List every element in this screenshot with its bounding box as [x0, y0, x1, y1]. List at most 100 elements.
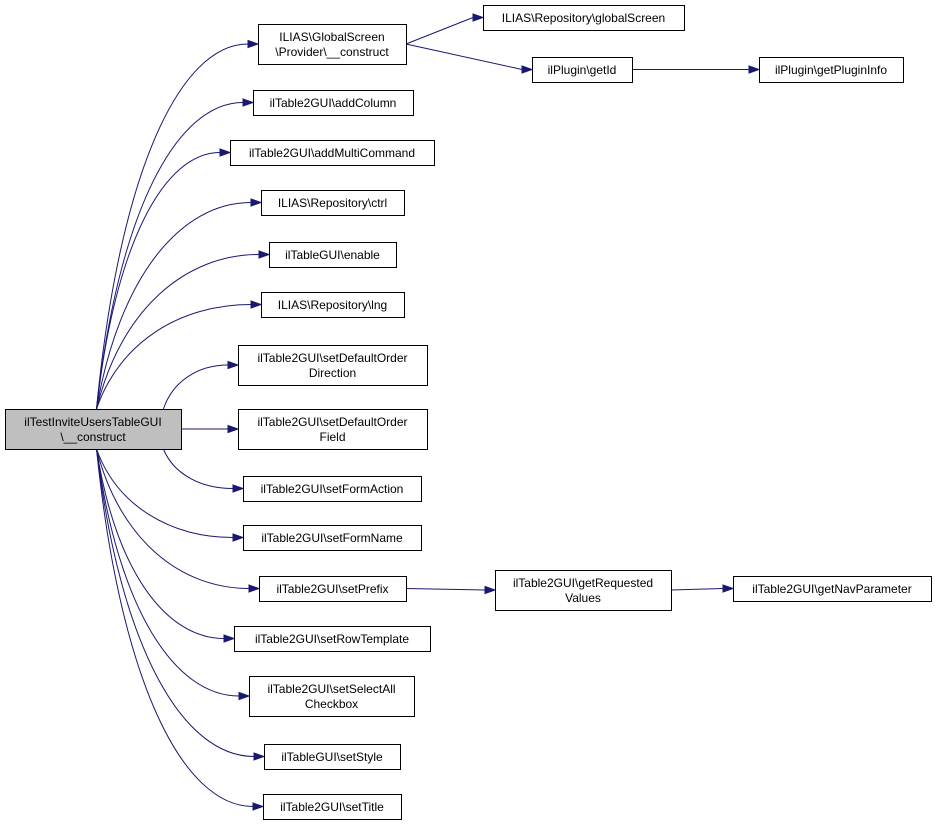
edge-line	[405, 588, 486, 591]
node-box	[258, 24, 407, 65]
edge-getid-to-getplugininfo	[632, 65, 761, 74]
node-provider[interactable]: ILIAS\GlobalScreen\Provider\__construct	[258, 24, 407, 65]
node-settitle[interactable]: ilTable2GUI\setTitle	[263, 794, 402, 820]
node-box	[759, 57, 904, 83]
arrowhead-icon	[521, 65, 534, 74]
node-box	[532, 57, 633, 83]
edge-line	[670, 588, 724, 591]
arrowhead-icon	[232, 484, 245, 493]
node-label: ilTable2GUI\setPrefix	[276, 582, 388, 596]
node-enable[interactable]: ilTableGUI\enable	[269, 242, 397, 268]
edge-provider-to-getid	[405, 43, 534, 74]
edge-line	[162, 448, 234, 489]
node-box	[243, 525, 422, 551]
node-label: Values	[565, 591, 601, 605]
node-box	[483, 5, 685, 31]
arrowhead-icon	[748, 65, 761, 74]
node-getid[interactable]: ilPlugin\getId	[532, 57, 633, 83]
edge-root-to-ctrl	[96, 198, 263, 410]
arrowhead-icon	[247, 39, 260, 49]
edge-root-to-provider	[96, 39, 260, 410]
node-box	[238, 409, 428, 450]
node-box	[5, 409, 182, 450]
node-box	[243, 476, 422, 502]
node-getnavparameter[interactable]: ilTable2GUI\getNavParameter	[733, 576, 932, 602]
edge-root-to-enable	[96, 250, 271, 410]
node-addcolumn[interactable]: ilTable2GUI\addColumn	[253, 90, 414, 116]
edge-root-to-setselectallcheckbox	[96, 448, 251, 701]
arrowhead-icon	[484, 585, 497, 595]
node-label: ilTable2GUI\addMultiCommand	[249, 146, 415, 160]
node-label: ilTableGUI\enable	[285, 248, 380, 262]
node-label: \__construct	[60, 430, 126, 444]
node-setprefix[interactable]: ilTable2GUI\setPrefix	[259, 576, 407, 602]
node-label: Checkbox	[305, 697, 358, 711]
node-label: ilTable2GUI\setFormAction	[261, 482, 404, 496]
node-box	[249, 676, 415, 717]
node-lng[interactable]: ILIAS\Repository\lng	[261, 292, 405, 318]
arrowhead-icon	[252, 802, 265, 811]
node-label: ilTable2GUI\addColumn	[270, 96, 397, 110]
nodes-layer: ilTestInviteUsersTableGUI\__construct ILI…	[5, 5, 932, 820]
edges-layer	[96, 13, 761, 811]
node-box	[238, 345, 428, 386]
edge-line	[405, 43, 523, 70]
node-root[interactable]: ilTestInviteUsersTableGUI\__construct	[5, 409, 182, 450]
edge-root-to-setformname	[96, 448, 245, 542]
node-setstyle[interactable]: ilTableGUI\setStyle	[264, 744, 401, 770]
arrowhead-icon	[242, 98, 255, 107]
node-box	[230, 140, 435, 166]
node-ctrl[interactable]: ILIAS\Repository\ctrl	[261, 190, 405, 216]
node-box	[495, 570, 672, 611]
edge-line	[96, 448, 234, 538]
node-box	[261, 190, 405, 216]
edge-line	[96, 102, 244, 410]
node-globalscreen[interactable]: ILIAS\Repository\globalScreen	[483, 5, 685, 31]
node-label: ilTable2GUI\setFormName	[261, 531, 403, 545]
arrowhead-icon	[227, 424, 240, 434]
node-box	[253, 90, 414, 116]
arrowhead-icon	[258, 250, 271, 259]
node-box	[733, 576, 932, 602]
node-label: ILIAS\GlobalScreen	[279, 30, 384, 44]
node-label: ilTable2GUI\getNavParameter	[752, 582, 911, 596]
edge-root-to-setformaction	[162, 448, 245, 493]
node-label: \Provider\__construct	[275, 45, 389, 59]
edge-line	[96, 304, 252, 410]
node-box	[264, 744, 401, 770]
arrowhead-icon	[250, 198, 263, 207]
node-label: ilTable2GUI\setTitle	[280, 800, 384, 814]
arrowhead-icon	[232, 533, 245, 542]
edge-line	[96, 254, 260, 410]
node-label: ILIAS\Repository\globalScreen	[502, 11, 665, 25]
edge-line	[96, 448, 254, 807]
arrowhead-icon	[250, 300, 263, 309]
arrowhead-icon	[238, 691, 251, 701]
edge-line	[96, 43, 249, 410]
node-getplugininfo[interactable]: ilPlugin\getPluginInfo	[759, 57, 904, 83]
arrowhead-icon	[722, 584, 735, 593]
edge-line	[162, 364, 229, 410]
node-addmulticommand[interactable]: ilTable2GUI\addMultiCommand	[230, 140, 435, 166]
edge-root-to-setdefaultorderfield	[181, 424, 240, 434]
node-label: Field	[319, 430, 345, 444]
node-label: Direction	[309, 366, 356, 380]
node-setformaction[interactable]: ilTable2GUI\setFormAction	[243, 476, 422, 502]
node-label: ilTable2GUI\setRowTemplate	[255, 632, 409, 646]
node-setformname[interactable]: ilTable2GUI\setFormName	[243, 525, 422, 551]
node-box	[263, 794, 402, 820]
edge-line	[96, 448, 240, 697]
arrowhead-icon	[472, 13, 485, 22]
node-label: ilTableGUI\setStyle	[281, 750, 383, 764]
node-label: ilTable2GUI\setDefaultOrder	[257, 415, 407, 429]
arrowhead-icon	[227, 360, 240, 370]
node-box	[261, 292, 405, 318]
node-setrowtemplate[interactable]: ilTable2GUI\setRowTemplate	[234, 626, 431, 652]
arrowhead-icon	[253, 752, 266, 761]
edge-root-to-addmulticommand	[96, 148, 232, 410]
